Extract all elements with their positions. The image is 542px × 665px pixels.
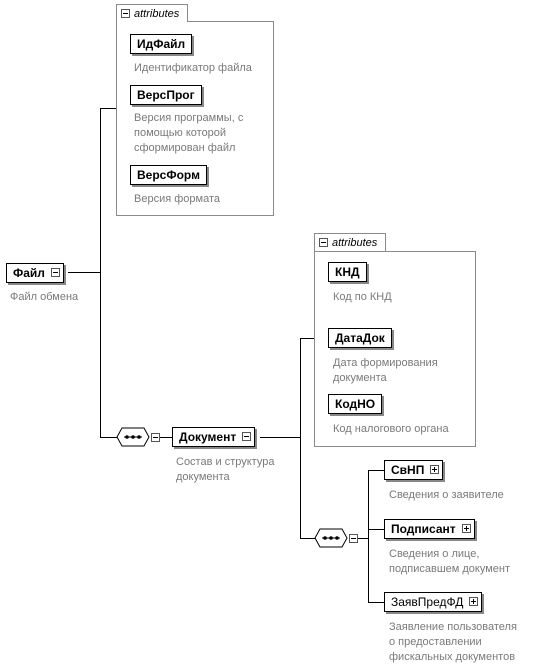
attribute-idfile[interactable]: ИдФайл <box>130 34 193 54</box>
element-svnp-desc: Сведения о заявителе <box>389 489 504 501</box>
collapse-icon[interactable] <box>50 268 60 277</box>
document-attributes-tab[interactable]: attributes <box>314 233 386 251</box>
attribute-datadok[interactable]: ДатаДок <box>328 328 392 348</box>
connector <box>368 470 384 471</box>
attribute-kodno-desc: Код налогового органа <box>333 423 449 435</box>
expand-icon[interactable] <box>430 465 440 474</box>
element-svnp[interactable]: СвНП <box>384 460 444 480</box>
attribute-versform[interactable]: ВерсФорм <box>130 165 207 185</box>
element-document[interactable]: Документ <box>172 427 256 447</box>
connector <box>68 272 100 273</box>
connector <box>368 529 384 530</box>
collapse-icon[interactable] <box>242 432 252 441</box>
attribute-versprog-desc: Версия программы, с помощью которой сфор… <box>134 112 244 154</box>
element-zayavpredfd-desc: Заявление пользователя о предоставлении … <box>389 621 517 663</box>
element-zayavpredfd[interactable]: ЗаявПредФД <box>384 592 483 612</box>
attribute-knd[interactable]: КНД <box>328 262 367 282</box>
connector <box>100 108 116 109</box>
connector <box>100 437 118 438</box>
collapse-icon[interactable] <box>151 433 160 442</box>
attribute-kodno[interactable]: КодНО <box>328 394 383 414</box>
connector <box>300 338 314 339</box>
connector <box>368 602 384 603</box>
sequence-compositor-icon[interactable] <box>314 528 348 548</box>
connector <box>260 437 300 438</box>
document-attributes-group <box>314 251 476 447</box>
connector <box>100 108 101 438</box>
connector <box>300 338 301 538</box>
attributes-label: attributes <box>134 7 180 20</box>
expand-icon[interactable] <box>461 524 471 533</box>
collapse-icon[interactable] <box>319 238 328 247</box>
element-file[interactable]: Файл <box>6 263 64 283</box>
connector <box>368 470 369 602</box>
attribute-versform-desc: Версия формата <box>134 193 220 205</box>
attribute-versprog[interactable]: ВерсПрог <box>130 85 202 105</box>
sequence-compositor-icon[interactable] <box>116 427 150 447</box>
attribute-knd-desc: Код по КНД <box>333 291 392 303</box>
element-podpisant-desc: Сведения о лице, подписавшем документ <box>389 548 511 575</box>
connector <box>160 437 172 438</box>
connector <box>300 538 316 539</box>
root-attributes-tab[interactable]: attributes <box>116 4 188 22</box>
element-document-desc: Состав и структура документа <box>176 456 275 483</box>
element-podpisant[interactable]: Подписант <box>384 519 475 539</box>
element-file-desc: Файл обмена <box>10 291 79 303</box>
attribute-datadok-desc: Дата формирования документа <box>333 357 438 384</box>
connector <box>358 538 368 539</box>
collapse-icon[interactable] <box>349 534 358 543</box>
expand-icon[interactable] <box>469 597 479 606</box>
attribute-idfile-desc: Идентификатор файла <box>134 62 252 74</box>
collapse-icon[interactable] <box>121 9 130 18</box>
attributes-label: attributes <box>332 236 378 249</box>
